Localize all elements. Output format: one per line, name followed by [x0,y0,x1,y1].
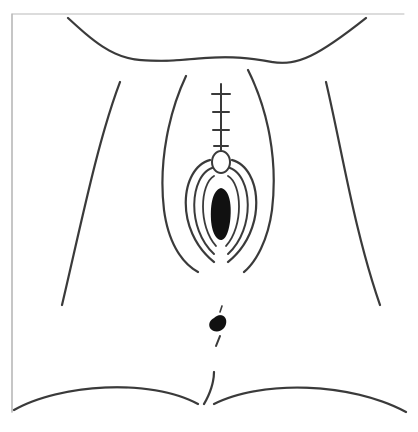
anal-mark [209,306,226,346]
left-buttock-curve [14,387,198,410]
right-leg-contour [326,82,380,305]
left-leg-contour [62,82,120,305]
upper-body-contour [68,18,366,63]
labia-outer-right [228,160,256,262]
upper-oval [212,151,230,173]
labia-outer-left [186,160,214,262]
figure-frame-border [12,14,404,412]
vaginal-opening [211,188,231,240]
gluteal-cleft [204,372,214,404]
midline-suture [212,84,230,150]
right-buttock-curve [214,388,406,412]
